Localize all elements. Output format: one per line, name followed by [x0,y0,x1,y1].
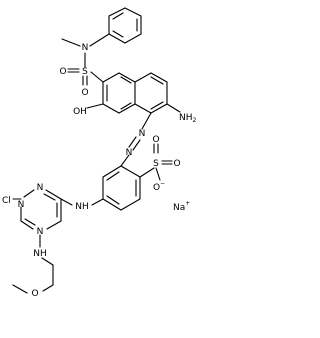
chemical-structure: N S O O OH NH2 N N NH S O O O− Na+ N N N… [2,7,197,299]
atom-o-sulfonyl-left: O [59,67,66,77]
atom-azo-n1: N [139,129,146,139]
atom-triazine-n-bottom: N [37,227,44,237]
amino-subscript: 2 [193,117,197,124]
atom-n-methyl: N [82,43,89,53]
atom-o-sulfonate-right: O [173,159,180,169]
atom-o-sulfonate-bottom: O− [153,180,165,193]
atom-o-sulfonate-top: O [152,135,159,145]
atom-azo-n2: N [126,148,133,158]
atom-triazine-n-top: N [37,183,44,193]
atom-amino: NH2 [179,113,197,124]
sodium-charge: + [185,200,190,207]
atom-o-sulfonyl-bottom: O [81,88,88,98]
atom-nh-link-2: NH [33,249,47,259]
atom-ether-o: O [31,289,38,299]
atom-chloro: Cl [2,196,11,206]
atom-nh-link-1: NH [75,202,89,212]
sodium-ion: Na+ [173,200,190,213]
atom-hydroxyl: OH [73,107,87,117]
atom-s-sulfonate: S [153,159,159,169]
atom-labels: N S O O OH NH2 N N NH S O O O− Na+ N N N… [2,43,197,299]
atom-s-sulfonamide: S [82,67,88,77]
sulfonate-o-charge: − [160,180,165,187]
atom-triazine-n-left: N [18,200,25,210]
sodium-label: Na [173,203,185,213]
amino-label: NH [179,113,193,123]
sulfonate-o-label: O [153,183,160,193]
bonds [12,7,181,294]
